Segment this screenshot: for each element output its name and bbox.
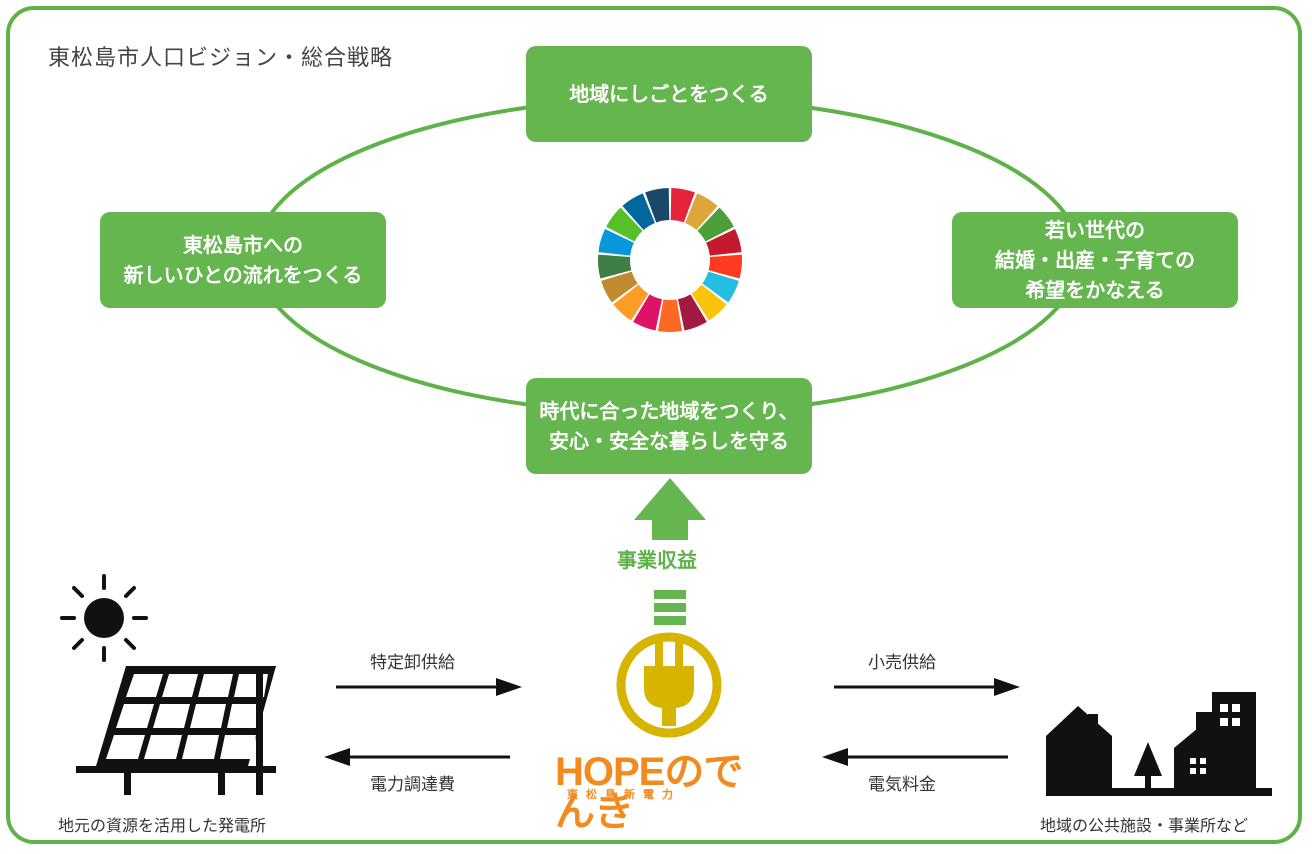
hope-denki-logo: HOPEのでんき 東松島新電力 xyxy=(555,752,775,832)
sdgs-segment xyxy=(658,299,682,332)
fee-label: 電気料金 xyxy=(868,775,936,795)
box-young-generation: 若い世代の 結婚・出産・子育ての 希望をかなえる xyxy=(952,212,1238,308)
buildings-icon xyxy=(1046,692,1272,796)
sdgs-segment xyxy=(606,207,643,242)
procurement-arrow-icon xyxy=(324,748,510,766)
sdgs-segment xyxy=(598,254,632,279)
sun-icon xyxy=(60,574,148,662)
sdgs-segment xyxy=(706,229,742,256)
facilities-caption: 地域の公共施設・事業所など xyxy=(1040,816,1249,835)
retail-arrow-icon xyxy=(834,678,1020,696)
wholesale-label: 特定卸供給 xyxy=(370,653,455,673)
wholesale-arrow-icon xyxy=(336,678,522,696)
fee-arrow-icon xyxy=(822,748,1008,766)
sdgs-segment xyxy=(691,284,727,321)
plug-icon xyxy=(616,632,722,738)
page-title: 東松島市人口ビジョン・総合戦略 xyxy=(48,46,394,71)
sdgs-segment xyxy=(702,271,739,303)
sdgs-segment xyxy=(670,188,695,223)
sdgs-segment xyxy=(685,193,718,230)
sdgs-segment xyxy=(633,294,662,331)
power-plant-caption: 地元の資源を活用した発電所 xyxy=(58,816,267,835)
retail-label: 小売供給 xyxy=(868,653,936,673)
sdgs-segment xyxy=(598,229,634,256)
sdgs-segment xyxy=(697,207,734,242)
box-new-people-flow: 東松島市への 新しいひとの流れをつくる xyxy=(100,212,386,308)
tree-icon xyxy=(1134,742,1162,796)
logo-sub-text: 東松島新電力 xyxy=(567,788,681,801)
sdgs-segment xyxy=(678,294,707,331)
sdgs-segment xyxy=(708,254,742,279)
sdgs-segment xyxy=(613,284,649,321)
sdgs-segment xyxy=(645,188,670,223)
sdgs-segment xyxy=(601,271,638,303)
logo-main-text: HOPEのでんき xyxy=(555,750,743,834)
solar-panel-icon xyxy=(76,666,276,795)
sdgs-segment xyxy=(622,193,655,230)
box-create-jobs: 地域にしごとをつくる xyxy=(526,46,812,142)
sdgs-wheel-icon xyxy=(598,188,742,332)
procurement-label: 電力調達費 xyxy=(370,775,455,795)
revenue-arrow-icon xyxy=(634,478,706,625)
box-safe-community: 時代に合った地域をつくり、 安心・安全な暮らしを守る xyxy=(526,378,812,474)
outer-frame xyxy=(6,6,1302,844)
revenue-label: 事業収益 xyxy=(617,548,697,572)
